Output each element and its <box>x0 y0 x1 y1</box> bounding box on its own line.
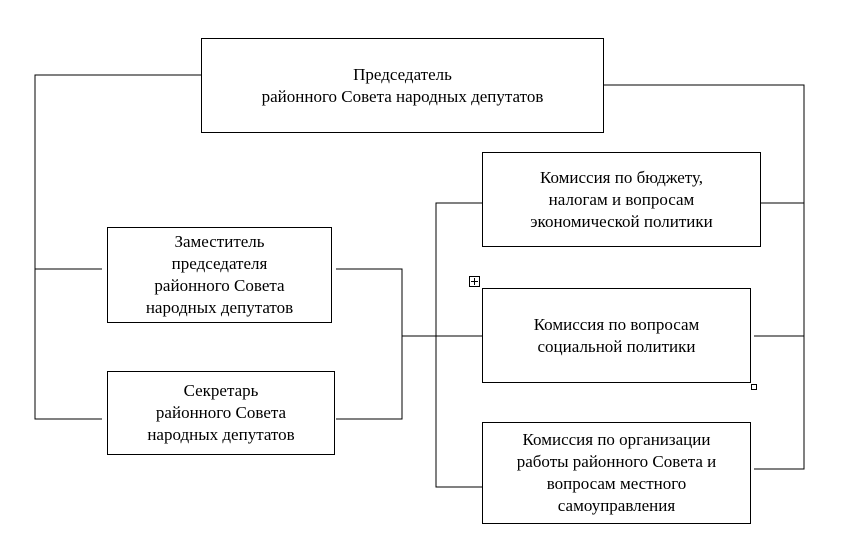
node-chairman: Председатель районного Совета народных д… <box>201 38 604 133</box>
connector-deputy-junction <box>336 268 403 420</box>
node-commission-budget: Комиссия по бюджету, налогам и вопросам … <box>482 152 761 247</box>
connector-chairman-right-bus <box>604 84 805 470</box>
table-move-handle-icon[interactable] <box>469 276 480 287</box>
node-commission-organization: Комиссия по организации работы районного… <box>482 422 751 524</box>
node-deputy-chairman: Заместитель председателя районного Совет… <box>107 227 332 323</box>
table-resize-handle-icon[interactable] <box>751 384 757 390</box>
node-commission-social: Комиссия по вопросам социальной политики <box>482 288 751 383</box>
connector-chairman-left-bus <box>34 74 202 420</box>
connector-commission-bus <box>435 202 486 488</box>
node-secretary: Секретарь районного Совета народных депу… <box>107 371 335 455</box>
